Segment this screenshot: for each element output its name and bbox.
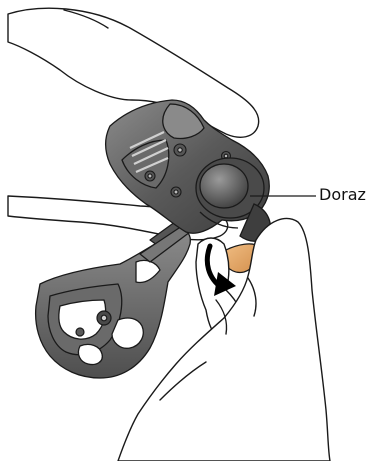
stopper-label: Doraz: [319, 185, 366, 205]
derailleur-cage-icon: [36, 214, 196, 378]
